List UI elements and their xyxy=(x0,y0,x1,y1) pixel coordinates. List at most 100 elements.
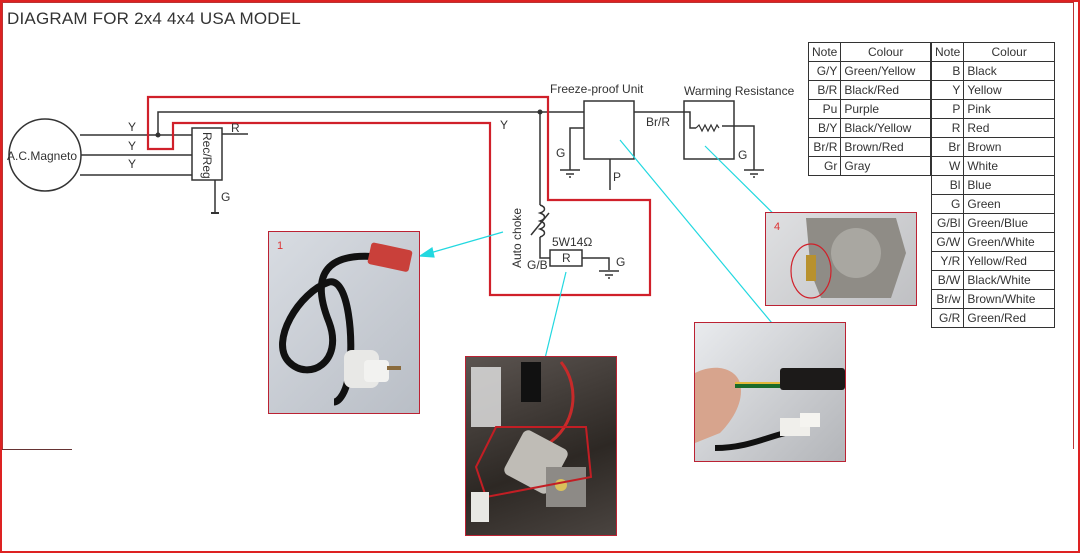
legend-colour: Black/Yellow xyxy=(840,118,931,138)
wire-label-br-r: Br/R xyxy=(646,115,670,129)
auto-choke-illustration xyxy=(279,242,413,406)
legend-note: Y/R xyxy=(930,251,965,271)
legend-colour: Brown/Red xyxy=(840,137,931,157)
legend-colour: Pink xyxy=(963,99,1055,119)
rec-reg-box xyxy=(191,127,223,181)
warming-resistance-label: Warming Resistance xyxy=(684,84,795,98)
legend-note: Pu xyxy=(807,99,842,119)
legend-colour: Green/Blue xyxy=(963,213,1055,233)
diagram-title: DIAGRAM FOR 2x4 4x4 USA MODEL xyxy=(7,9,301,28)
highlight-path-outer xyxy=(146,95,652,297)
legend-header-colour: Colour xyxy=(963,42,1055,62)
legend-colour: Brown/White xyxy=(963,289,1055,309)
legend-note: Bl xyxy=(930,175,965,195)
legend-note: G/Y xyxy=(807,61,842,81)
wire-label-r: R xyxy=(231,121,240,135)
legend-colour: Black xyxy=(963,61,1055,81)
legend-colour: Yellow/Red xyxy=(963,251,1055,271)
legend-note: P xyxy=(930,99,965,119)
rec-reg-label: Rec/Reg xyxy=(200,132,214,179)
wire-label-y-main: Y xyxy=(500,118,509,132)
legend-colour: Green/White xyxy=(963,232,1055,252)
legend-header-colour: Colour xyxy=(840,42,931,62)
photo-number: 4 xyxy=(774,221,781,233)
legend-note: Y xyxy=(930,80,965,100)
diagram-frame-bottom xyxy=(2,449,72,450)
wire-label-y2: Y xyxy=(128,139,137,153)
resistor-photo xyxy=(465,356,617,536)
resistor-rating-label: 5W14Ω xyxy=(552,235,593,249)
wire-label-g-b: G/B xyxy=(527,258,548,272)
auto-choke-photo: 1 xyxy=(268,231,420,414)
freeze-proof-box xyxy=(583,100,635,160)
wire-label-g-recreg: G xyxy=(221,190,231,204)
arrow-auto-choke xyxy=(429,231,504,254)
legend-colour: Green/Yellow xyxy=(840,61,931,81)
wire-label-g-warm: G xyxy=(738,148,748,162)
legend-colour: Green/Red xyxy=(963,308,1055,328)
legend-note: G xyxy=(930,194,965,214)
legend-colour: Green xyxy=(963,194,1055,214)
legend-colour: Black/Red xyxy=(840,80,931,100)
warming-resistance-box xyxy=(683,100,735,160)
legend-colour: Purple xyxy=(840,99,931,119)
legend-note: G/Bl xyxy=(930,213,965,233)
legend-colour: Black/White xyxy=(963,270,1055,290)
wire-label-y3: Y xyxy=(128,157,137,171)
legend-note: Br xyxy=(930,137,965,157)
wire-label-g-freeze: G xyxy=(556,146,566,160)
resistor-label: R xyxy=(562,251,571,265)
arrow-freeze-unit xyxy=(619,139,787,341)
photo-number: 1 xyxy=(277,240,284,252)
legend-colour: Gray xyxy=(840,156,931,176)
legend-note: B xyxy=(930,61,965,81)
wire-y-main xyxy=(157,111,584,135)
legend-colour: White xyxy=(963,156,1055,176)
connector-illustration xyxy=(695,367,845,451)
resistor-illustration xyxy=(471,361,593,522)
legend-header-note: Note xyxy=(930,42,965,62)
legend-note: B/Y xyxy=(807,118,842,138)
legend-header-note: Note xyxy=(807,42,842,62)
legend-note: G/W xyxy=(930,232,965,252)
legend-note: R xyxy=(930,118,965,138)
legend-note: G/R xyxy=(930,308,965,328)
legend-colour: Blue xyxy=(963,175,1055,195)
freeze-proof-label: Freeze-proof Unit xyxy=(550,82,644,96)
legend-note: B/R xyxy=(807,80,842,100)
diagram-frame xyxy=(2,2,1074,449)
wire-label-g-res: G xyxy=(616,255,626,269)
legend-note: Br/w xyxy=(930,289,965,309)
wire-label-p: P xyxy=(613,170,622,184)
wire-label-y1: Y xyxy=(128,120,137,134)
legend-note: W xyxy=(930,156,965,176)
legend-colour: Red xyxy=(963,118,1055,138)
legend-note: Gr xyxy=(807,156,842,176)
legend-note: Br/R xyxy=(807,137,842,157)
auto-choke-label: Auto choke xyxy=(510,207,524,268)
legend-colour: Yellow xyxy=(963,80,1055,100)
